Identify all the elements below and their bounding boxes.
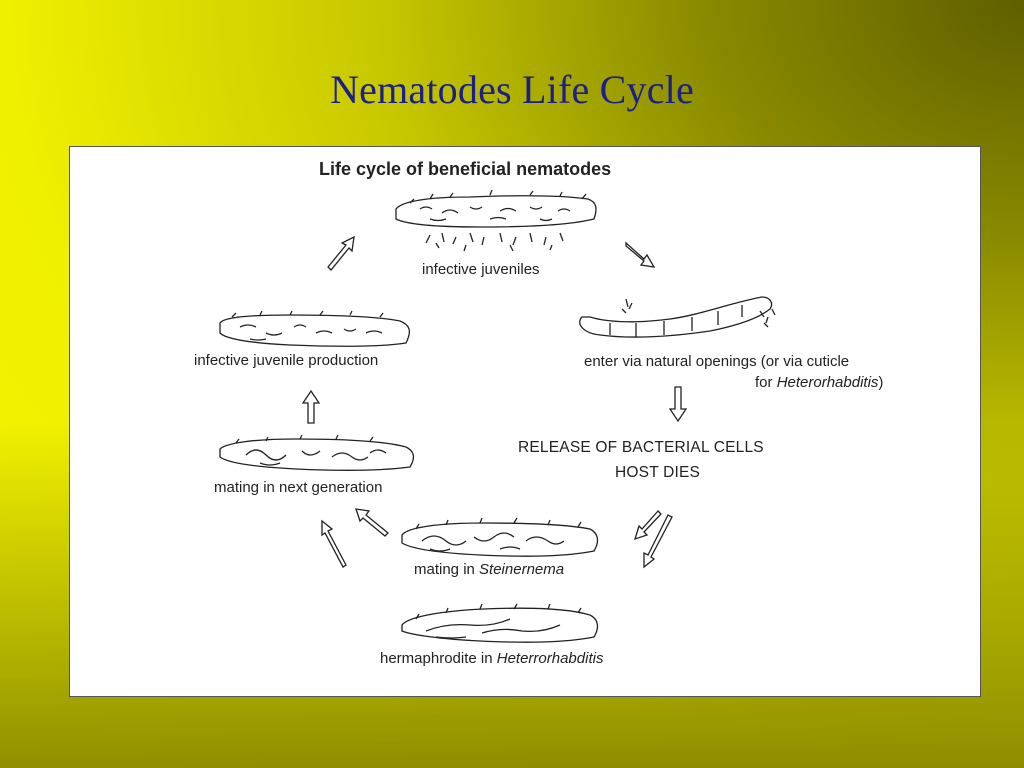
arrow-to-entry	[625, 241, 656, 268]
diagram-title: Life cycle of beneficial nematodes	[319, 159, 612, 179]
arrow-to-production	[301, 389, 321, 424]
label-mating-next-generation: mating in next generation	[214, 479, 383, 496]
arrow-from-hermaphrodite	[321, 519, 347, 568]
slide-title: Nematodes Life Cycle	[330, 67, 694, 112]
label-enter-line2: for Heterorhabditis)	[755, 374, 884, 391]
label-mating-steinernema: mating in Steinernema	[414, 561, 565, 578]
life-cycle-drawing	[219, 189, 776, 643]
larva-hermaphrodite	[401, 603, 599, 643]
label-infective-juveniles: infective juveniles	[422, 261, 540, 278]
label-enter-line1: enter via natural openings (or via cutic…	[584, 353, 850, 370]
arrow-to-hermaphrodite	[643, 514, 673, 569]
larva-mating-next-generation	[219, 434, 415, 471]
label-release-bacterial-cells: RELEASE OF BACTERIAL CELLS	[518, 439, 764, 456]
larva-host-entry	[579, 296, 776, 338]
diagram-panel: Life cycle of beneficial nematodes infec…	[69, 146, 981, 697]
arrow-to-release	[668, 386, 688, 423]
label-juvenile-production: infective juvenile production	[194, 352, 379, 369]
larva-mating-steinernema	[401, 517, 599, 557]
label-host-dies: HOST DIES	[615, 464, 701, 481]
arrow-from-steinernema	[355, 508, 389, 537]
arrow-to-juveniles	[327, 235, 355, 271]
larva-production	[219, 310, 411, 347]
label-hermaphrodite: hermaphrodite in Heterrorhabditis	[380, 650, 604, 667]
arrow-to-steinernema	[634, 510, 662, 541]
larva-infective-juveniles	[395, 189, 597, 252]
